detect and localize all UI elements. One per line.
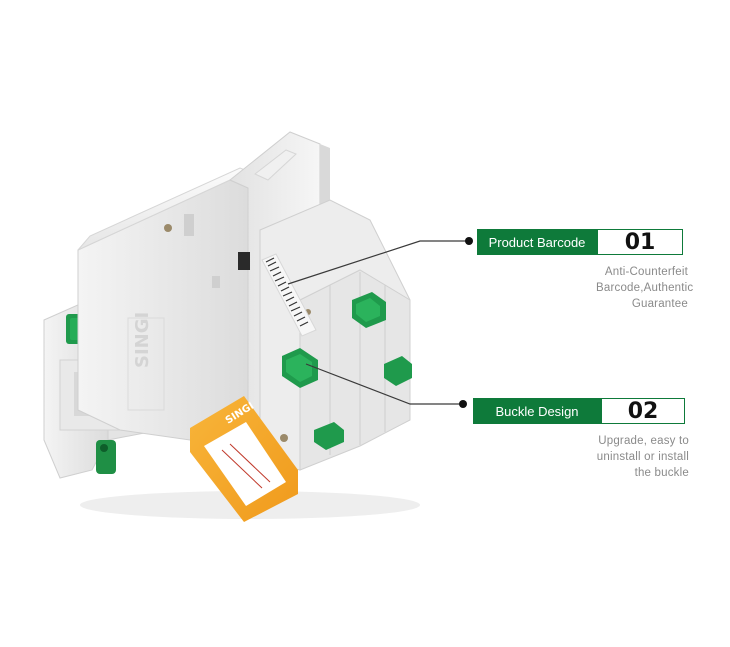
side-logo: SINGI: [132, 312, 153, 368]
leader-dot-2: [459, 400, 467, 408]
feature-title-1: Product Barcode: [477, 229, 597, 255]
leader-lines: [287, 240, 468, 405]
breaker-body: SINGI: [77, 131, 411, 471]
orange-label: SINGI: [190, 396, 298, 522]
green-buckles: [282, 292, 412, 450]
barcode-strip: [261, 253, 317, 337]
feature-title-2: Buckle Design: [473, 398, 601, 424]
feature-description-1: Anti-Counterfeit Barcode,Authentic Guara…: [596, 266, 694, 310]
feature-number-2: 02: [601, 398, 685, 424]
feature-callout-2: Buckle Design 02: [473, 398, 685, 424]
feature-callout-1: Product Barcode 01: [477, 229, 683, 255]
feature-description-2: Upgrade, easy to uninstall or install th…: [596, 435, 689, 479]
feature-number-1: 01: [597, 229, 683, 255]
leader-dot-1: [465, 237, 473, 245]
